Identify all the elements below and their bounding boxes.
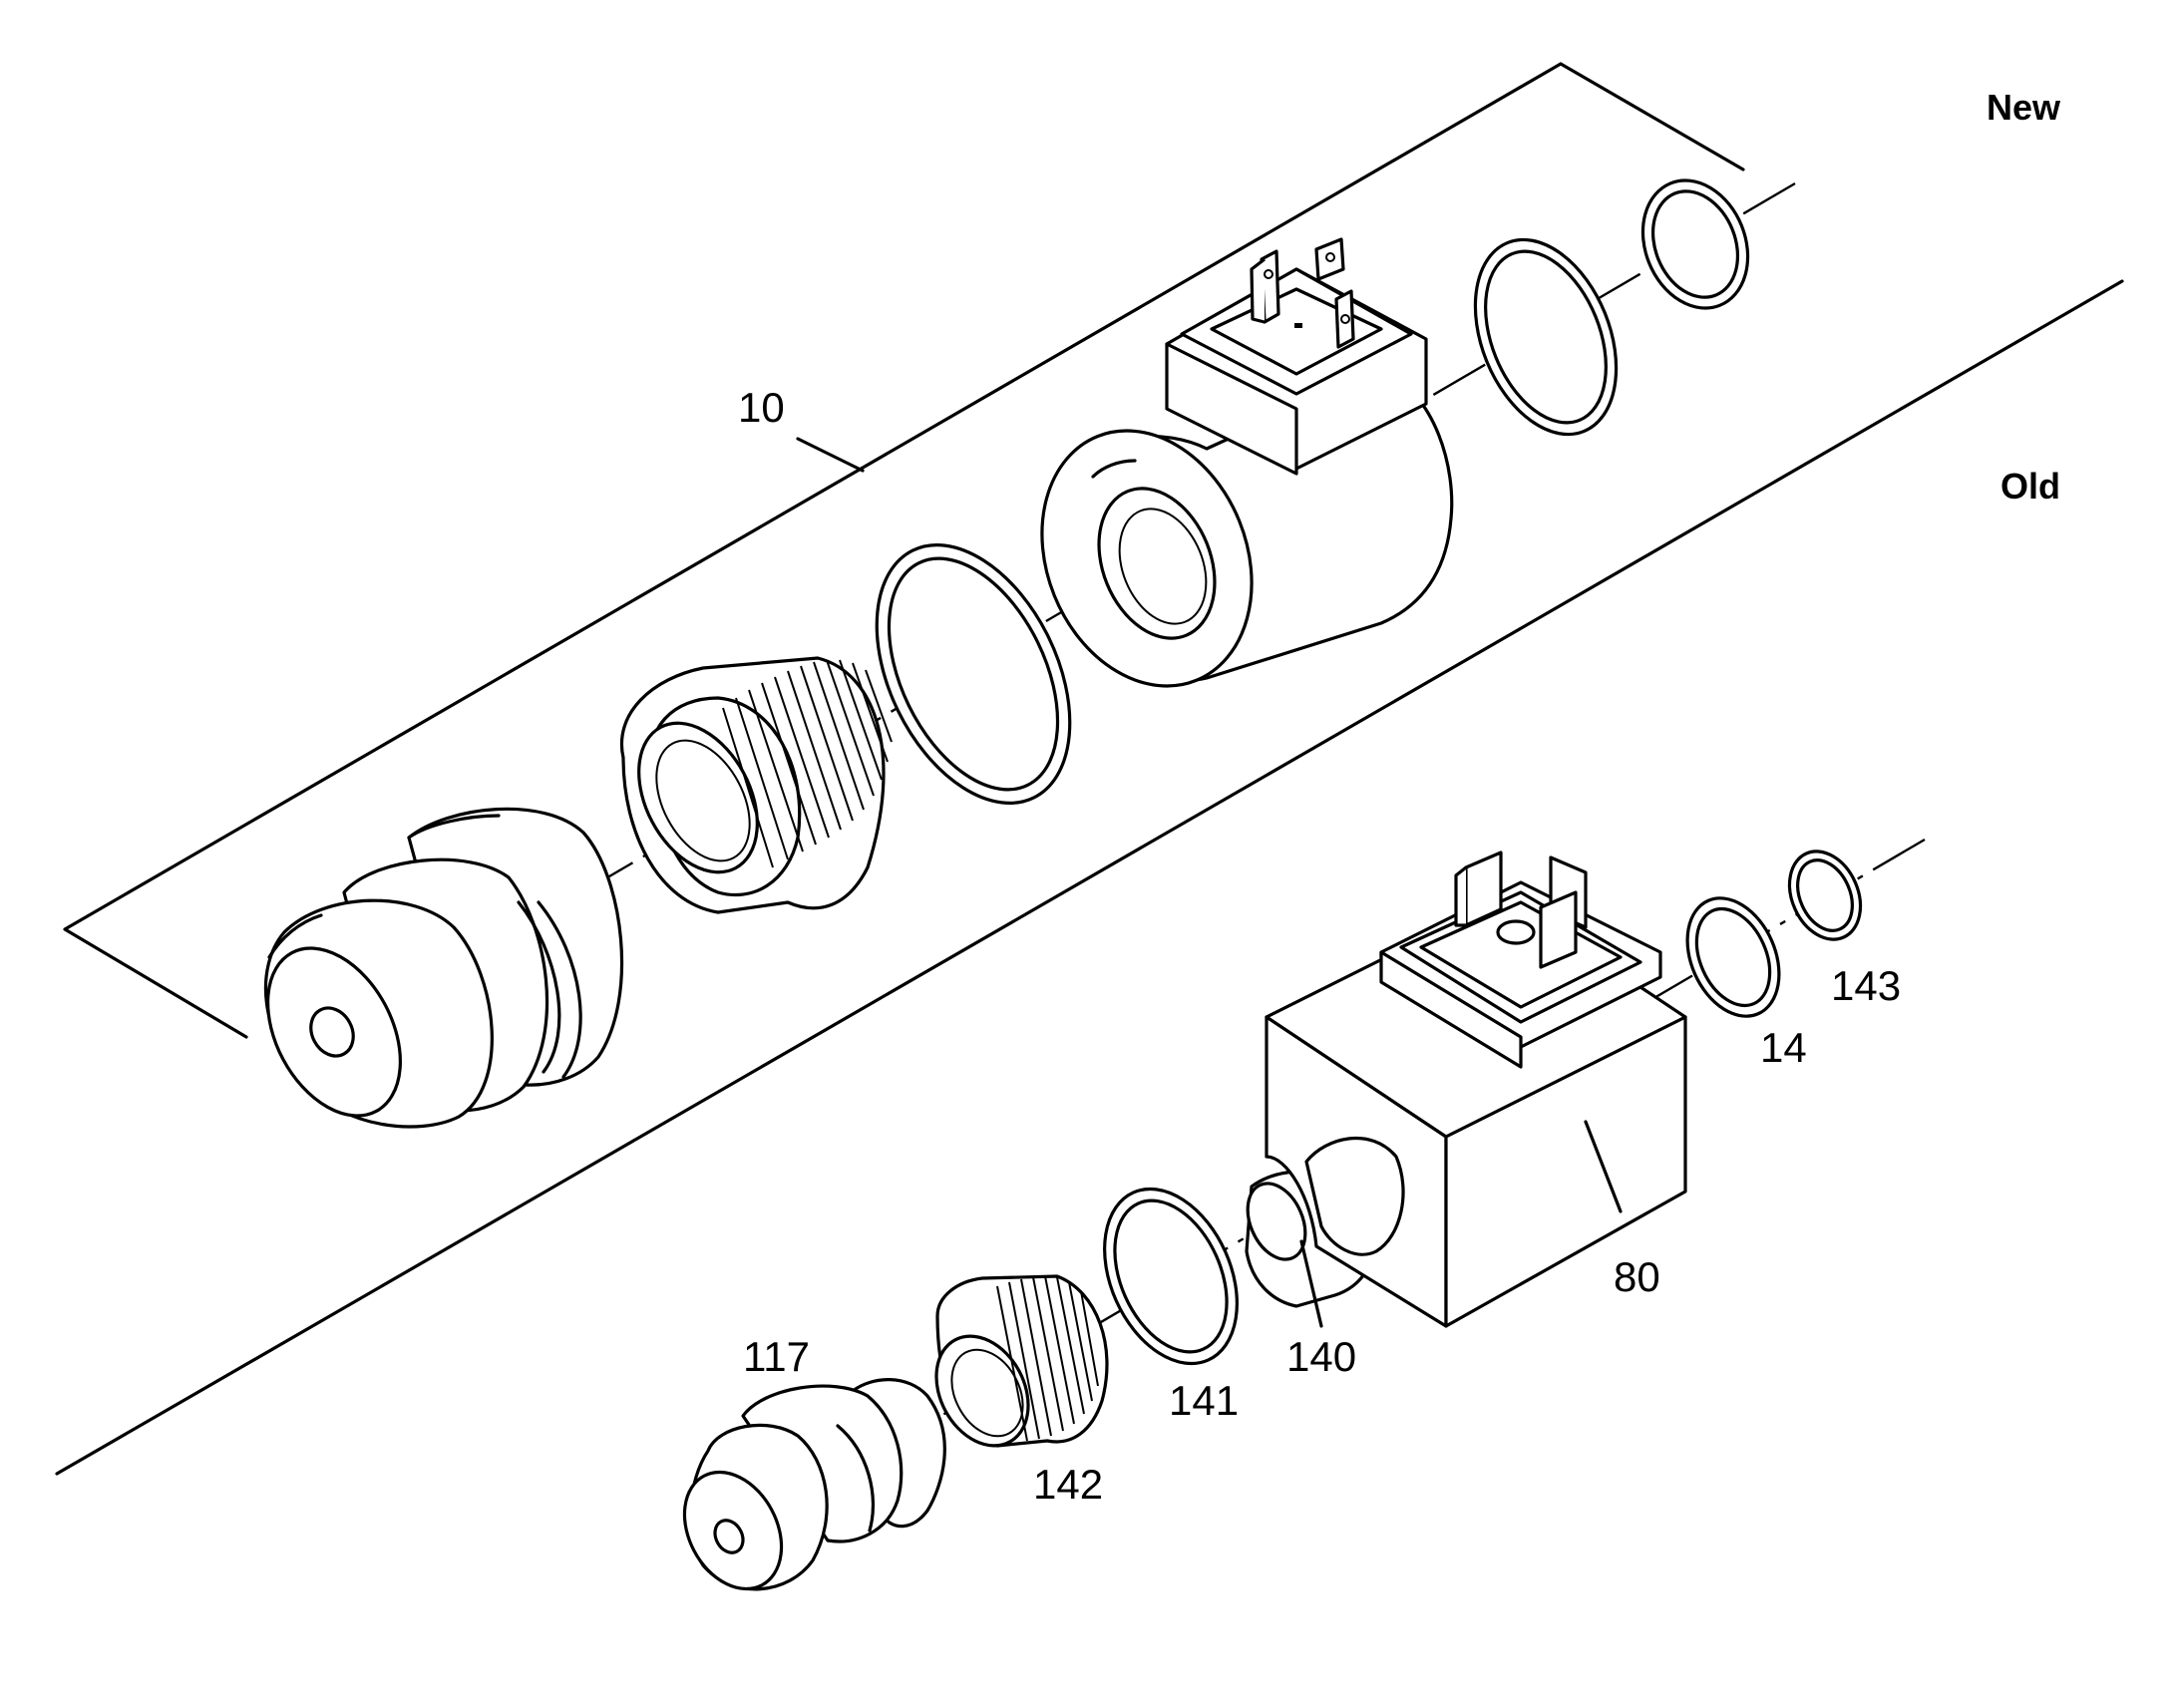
old-knurled-ring [934,1274,1109,1448]
new-knurled-ring [619,656,893,914]
callout-10: 10 [738,384,785,431]
old-cube-coil [1265,851,1687,1328]
callout-80: 80 [1614,1253,1660,1300]
old-o-ring-14 [1685,896,1781,1018]
callout-140-leader [1299,1239,1323,1328]
new-coil [1040,237,1454,688]
new-plug-nut [263,807,624,1129]
callout-142: 142 [1033,1461,1104,1508]
old-o-ring-143 [1787,850,1863,941]
callout-140: 140 [1286,1333,1357,1380]
callout-80-leader [1584,1120,1623,1213]
callout-14: 14 [1760,1024,1807,1071]
new-assembly-frame [55,62,2124,1476]
old-o-ring-141 [1103,1187,1239,1366]
old-plug-nut [682,1378,946,1591]
new-coil-pins [1250,237,1355,349]
section-label-new: New [1987,87,2061,128]
new-o-ring-mid [1473,237,1619,437]
callout-141: 141 [1169,1377,1240,1424]
new-o-ring-small [1640,178,1750,310]
callout-143: 143 [1831,962,1902,1009]
callout-10-leader [796,437,865,473]
callout-117: 117 [743,1333,810,1380]
new-large-o-ring [875,543,1072,805]
section-label-old: Old [2000,466,2060,507]
